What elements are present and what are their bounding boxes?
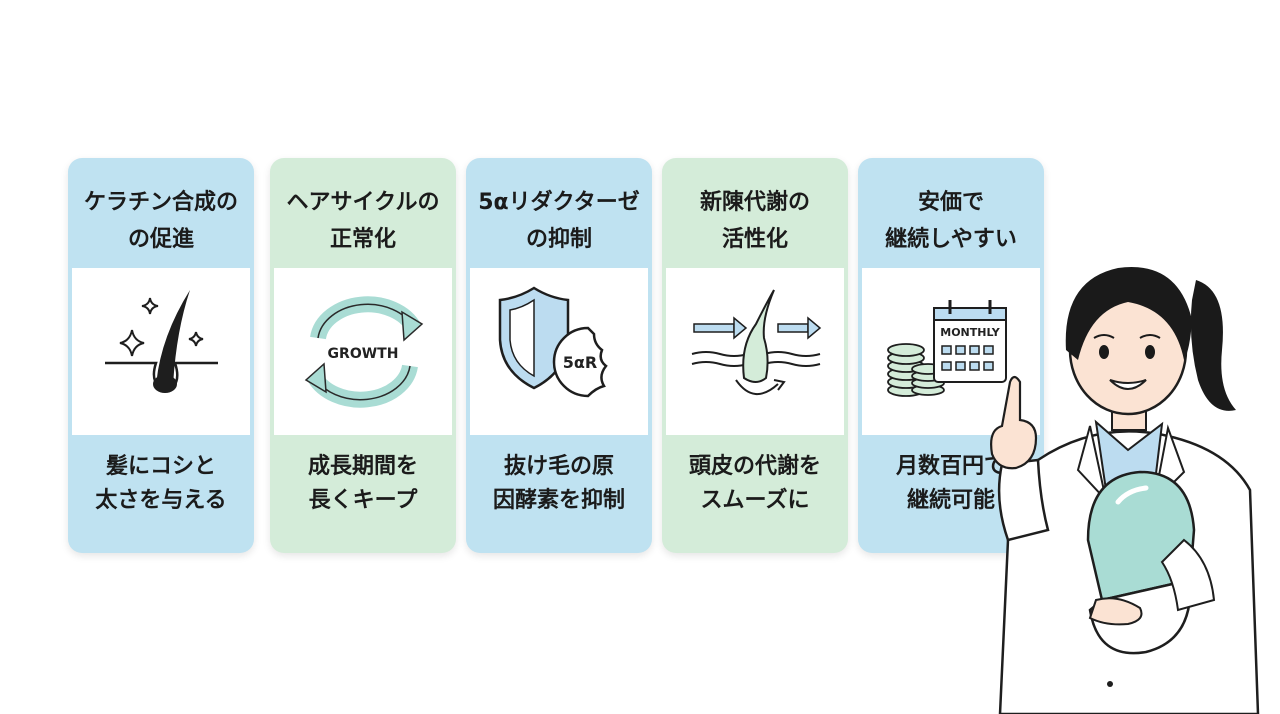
card-affordable: 安価で 継続しやすい MONTH: [858, 158, 1044, 553]
card-caption: 髪にコシと 太さを与える: [95, 454, 227, 513]
card-title: 安価で 継続しやすい: [885, 190, 1017, 252]
card-title: ケラチン合成の の促進: [83, 190, 238, 252]
card-metabolism: 新陳代謝の 活性化 頭皮の代謝を スムーズに: [662, 158, 848, 553]
card-title: ヘアサイクルの 正常化: [286, 190, 440, 252]
card-hair-cycle: ヘアサイクルの 正常化 GROWTH 成長期間を 長くキープ: [270, 158, 456, 553]
monthly-badge: MONTHLY: [940, 326, 1001, 339]
card-caption: 頭皮の代謝を スムーズに: [688, 454, 821, 513]
card-caption: 月数百円で 継続可能: [895, 454, 1006, 513]
doctor-illustration: [990, 267, 1260, 714]
growth-badge: GROWTH: [328, 346, 399, 362]
card-title: 新陳代謝の 活性化: [699, 190, 810, 252]
card-caption: 成長期間を 長くキープ: [307, 454, 418, 513]
card-title: 5αリダクターゼ の抑制: [478, 190, 640, 252]
scalp-metabolism-icon: [666, 268, 844, 435]
shield-enzyme-icon: 5αR: [470, 268, 648, 435]
card-caption: 抜け毛の原 因酵素を抑制: [492, 454, 625, 513]
card-keratin: ケラチン合成の の促進 髪にコシと 太さを与える: [68, 158, 254, 553]
hair-follicle-sparkle-icon: [72, 268, 250, 435]
enzyme-badge: 5αR: [563, 353, 597, 372]
growth-cycle-icon: GROWTH: [274, 268, 452, 435]
card-5ar: 5αリダクターゼ の抑制 5αR 抜け毛の原 因酵素を抑制: [466, 158, 652, 553]
